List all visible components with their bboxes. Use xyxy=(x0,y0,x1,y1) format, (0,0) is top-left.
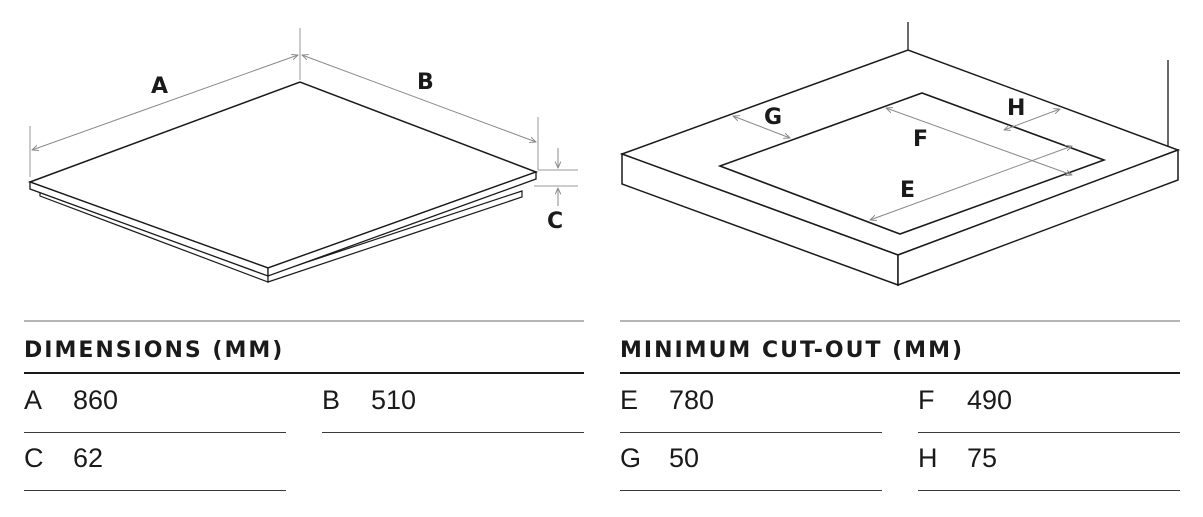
dimension-line-e xyxy=(870,146,1072,220)
hob-drawing: A B C xyxy=(27,28,578,283)
hob-glass-edge-right xyxy=(267,171,537,277)
cutout-cell-f: F 490 xyxy=(918,374,1180,433)
dimension-line-a xyxy=(32,55,298,150)
dimension-label-a: A xyxy=(151,74,168,99)
dimension-line-b xyxy=(302,55,536,142)
hob-body-right xyxy=(267,190,523,283)
cell-letter: C xyxy=(24,443,44,473)
cell-letter: H xyxy=(918,443,938,473)
cell-value: 510 xyxy=(371,385,417,415)
table-top-rule xyxy=(620,320,1180,322)
dimension-label-h: H xyxy=(1007,96,1025,121)
cell-letter: A xyxy=(24,385,43,415)
cell-value: 50 xyxy=(669,443,700,473)
cutout-cell-h: H 75 xyxy=(918,432,1180,491)
dimensions-table-title: DIMENSIONS (MM) xyxy=(24,338,285,363)
cell-value: 62 xyxy=(73,443,104,473)
dimension-cell-b: B 510 xyxy=(322,374,584,433)
cell-value: 860 xyxy=(73,385,119,415)
product-drawings: A B C G H F E xyxy=(27,22,1181,287)
cutout-table: MINIMUM CUT-OUT (MM) E 780 F 490 G 50 H … xyxy=(620,320,1180,495)
cutout-drawing: G H F E xyxy=(619,22,1181,287)
table-header-rule xyxy=(620,372,1180,374)
cell-value: 780 xyxy=(669,385,715,415)
dimension-label-f: F xyxy=(913,127,928,152)
cell-value: 75 xyxy=(967,443,998,473)
dimension-cell-c: C 62 xyxy=(24,432,286,491)
cell-letter: E xyxy=(620,385,639,415)
cell-value: 490 xyxy=(967,385,1013,415)
dimension-label-e: E xyxy=(900,178,915,203)
table-header-rule xyxy=(24,372,584,374)
dimension-label-g: G xyxy=(764,105,782,130)
dimensions-table: DIMENSIONS (MM) A 860 B 510 C 62 xyxy=(24,320,584,495)
cutout-cell-e: E 780 xyxy=(620,374,882,433)
table-top-rule xyxy=(24,320,584,322)
dimension-line-g xyxy=(733,116,790,138)
cell-letter: B xyxy=(322,385,341,415)
dimension-label-c: C xyxy=(547,209,563,234)
cutout-cell-g: G 50 xyxy=(620,432,882,491)
dimension-cell-a: A 860 xyxy=(24,374,286,433)
cell-letter: G xyxy=(620,443,642,473)
dimension-label-b: B xyxy=(417,70,434,95)
hob-glass-top xyxy=(27,81,539,269)
cell-letter: F xyxy=(918,385,935,415)
cutout-table-title: MINIMUM CUT-OUT (MM) xyxy=(620,338,965,363)
